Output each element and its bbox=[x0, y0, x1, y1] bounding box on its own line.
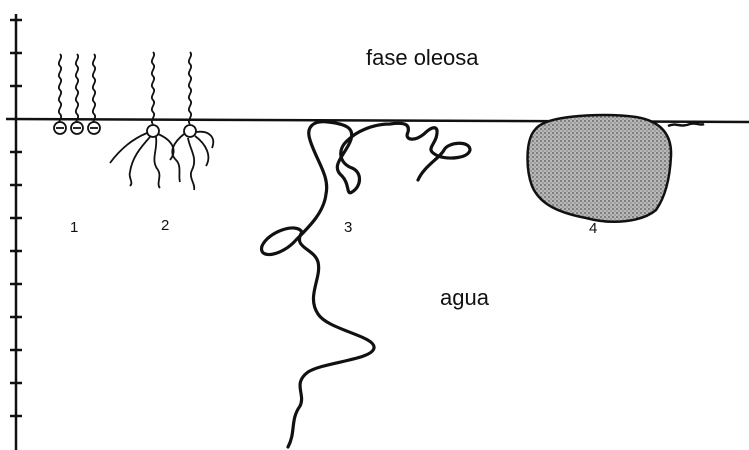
water-phase-label: agua bbox=[440, 285, 490, 310]
surfactant-molecules bbox=[54, 54, 100, 134]
structure-label-2: 2 bbox=[161, 217, 169, 234]
globular-particle bbox=[528, 115, 705, 222]
scale-axis bbox=[10, 14, 22, 450]
structure-label-4: 4 bbox=[589, 220, 597, 237]
structure-label-3: 3 bbox=[344, 219, 352, 236]
oil-phase-label: fase oleosa bbox=[366, 45, 479, 70]
flexible-polymer bbox=[262, 122, 470, 447]
structure-label-1: 1 bbox=[70, 219, 78, 236]
